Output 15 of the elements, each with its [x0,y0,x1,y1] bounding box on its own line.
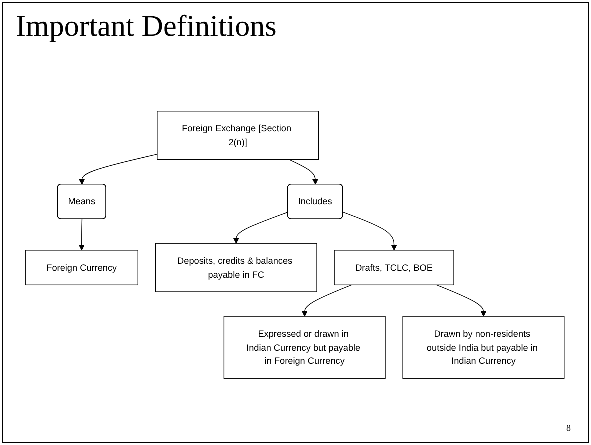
node-box: Drawn by non-residents outside India but payable in Indian Currency [402,316,565,379]
node-box: Drafts, TCLC, BOE [334,250,454,286]
arrow [288,159,319,185]
node-box: Deposits, credits & balances payable in FC [155,243,318,292]
arrow [78,219,85,251]
node-box: Foreign Exchange [Section 2(n)] [157,111,320,160]
arrow [342,212,398,251]
node-box: Foreign Currency [25,250,138,286]
arrow [233,212,289,244]
node-box: Expressed or drawn in Indian Currency but payable in Foreign Currency [224,316,386,379]
arrow [79,154,158,185]
arrow [436,284,487,317]
page-number: 8 [566,423,571,433]
arrow [302,284,352,317]
slide-title: Important Definitions [16,10,277,44]
